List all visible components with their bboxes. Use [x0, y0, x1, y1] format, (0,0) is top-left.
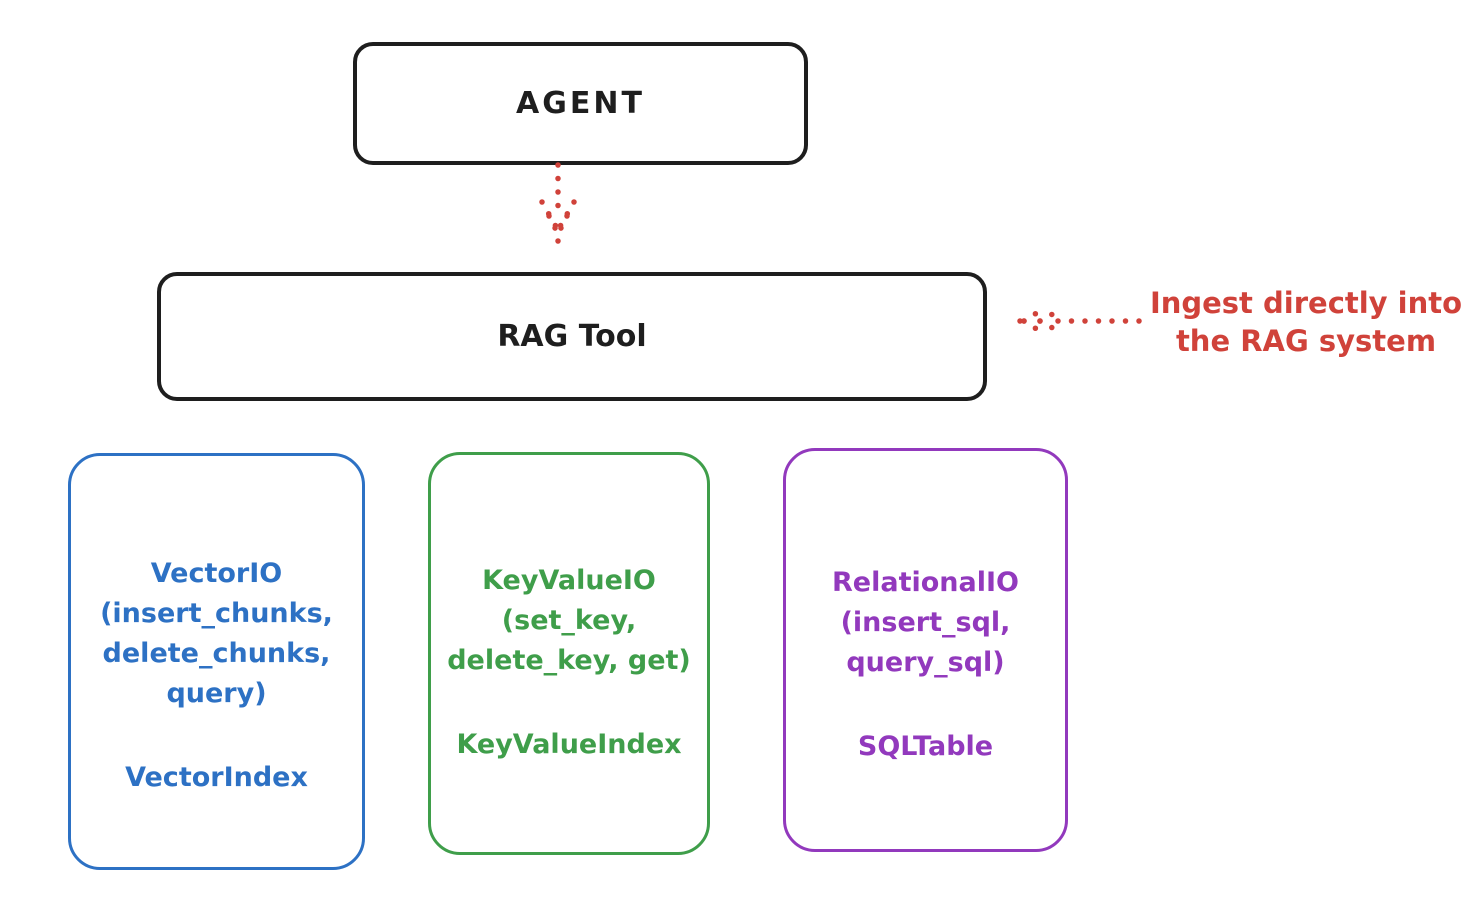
card-line: (insert_chunks,	[100, 598, 333, 629]
card-line: query_sql)	[846, 647, 1005, 678]
card-line: (set_key,	[501, 605, 637, 636]
rag-tool-box: RAG Tool	[157, 272, 987, 401]
card-footer: VectorIndex	[125, 762, 308, 793]
card-line: delete_chunks,	[102, 638, 331, 669]
card-line: RelationalIO	[832, 567, 1019, 598]
annotation-line-2: the RAG system	[1175, 324, 1437, 358]
card-line: delete_key, get)	[447, 645, 691, 676]
annotation-arrow-icon	[1017, 304, 1143, 338]
vector-io-box: VectorIO (insert_chunks, delete_chunks, …	[68, 453, 365, 870]
card-line: VectorIO	[150, 558, 283, 589]
card-footer: SQLTable	[857, 731, 994, 762]
card-line: KeyValueIO	[482, 565, 656, 596]
key-value-io-box: KeyValueIO (set_key, delete_key, get) Ke…	[428, 452, 710, 855]
card-line: (insert_sql,	[840, 607, 1011, 638]
agent-to-ragtool-arrow-icon	[539, 162, 577, 245]
card-footer: KeyValueIndex	[456, 729, 682, 760]
relational-io-box: RelationalIO (insert_sql, query_sql) SQL…	[783, 448, 1068, 852]
rag-tool-label: RAG Tool	[497, 319, 647, 354]
agent-label: AGENT	[516, 86, 645, 121]
card-line: query)	[166, 678, 267, 709]
agent-box: AGENT	[353, 42, 808, 165]
annotation-text: Ingest directly into the RAG system	[1130, 284, 1482, 360]
annotation-line-1: Ingest directly into	[1149, 286, 1463, 320]
